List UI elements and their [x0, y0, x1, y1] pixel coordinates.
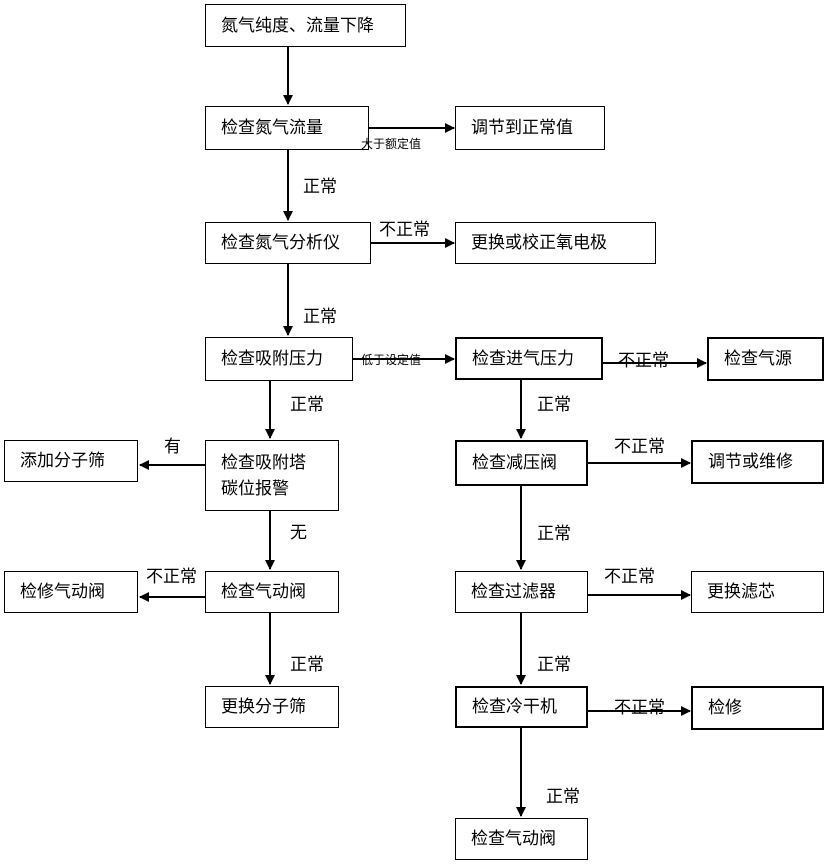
node-check-tower-label-line2: 碳位报警	[221, 479, 289, 499]
edge-label-inlet-abnormal: 不正常	[618, 351, 669, 371]
edge-label-inlet-normal: 正常	[537, 395, 571, 415]
edge-label-analyzer-normal: 正常	[303, 307, 337, 327]
edge-label-valve-normal: 正常	[290, 655, 324, 675]
edge-label-tower-no: 无	[290, 523, 307, 543]
node-replace-electrode: 更换或校正氧电极	[455, 222, 656, 264]
node-replace-filter-label: 更换滤芯	[707, 582, 775, 602]
node-check-dryer-label: 检查冷干机	[472, 697, 557, 717]
edge-label-flow-high: 大于额定值	[361, 137, 422, 151]
edge-label-reducer-abnormal: 不正常	[614, 437, 665, 457]
node-replace-sieve-label: 更换分子筛	[221, 697, 306, 717]
edge-label-filter-abnormal: 不正常	[604, 567, 655, 587]
node-check-analyzer-label: 检查氮气分析仪	[221, 233, 340, 253]
node-check-flow: 检查氮气流量	[205, 106, 369, 150]
node-replace-sieve: 更换分子筛	[205, 686, 339, 728]
node-replace-filter: 更换滤芯	[691, 571, 824, 613]
edge-label-pressure-low: 低于设定值	[361, 353, 422, 367]
node-check-flow-label: 检查氮气流量	[221, 118, 323, 138]
node-repair-label: 检修	[708, 698, 742, 718]
node-check-filter-label: 检查过滤器	[471, 582, 556, 602]
edge-label-reducer-normal: 正常	[537, 524, 571, 544]
edge-label-adsorb-normal: 正常	[290, 395, 324, 415]
edge-label-flow-normal: 正常	[303, 177, 337, 197]
node-check-adsorb-pressure-label: 检查吸附压力	[221, 349, 323, 369]
edge-label-dryer-normal: 正常	[546, 787, 580, 807]
node-check-gas-source: 检查气源	[707, 337, 824, 381]
node-check-filter: 检查过滤器	[455, 571, 588, 613]
node-add-sieve-label: 添加分子筛	[20, 451, 105, 471]
node-adjust-normal-label: 调节到正常值	[471, 118, 573, 138]
node-check-dryer: 检查冷干机	[455, 686, 588, 728]
node-check-analyzer: 检查氮气分析仪	[205, 222, 371, 264]
node-check-valve-end-label: 检查气动阀	[471, 829, 556, 849]
node-check-tower-label-line1: 检查吸附塔	[221, 453, 306, 473]
node-check-gas-source-label: 检查气源	[724, 349, 792, 369]
node-check-valve-left: 检查气动阀	[205, 571, 339, 613]
node-repair-valve-label: 检修气动阀	[20, 582, 105, 602]
node-replace-electrode-label: 更换或校正氧电极	[471, 233, 607, 253]
node-adjust-repair: 调节或维修	[691, 440, 824, 484]
edge-label-dryer-abnormal: 不正常	[614, 698, 665, 718]
node-check-tower: 检查吸附塔 碳位报警	[205, 440, 339, 511]
edge-label-filter-normal: 正常	[537, 655, 571, 675]
node-adjust-repair-label: 调节或维修	[708, 452, 793, 472]
node-check-reducer: 检查减压阀	[455, 440, 588, 486]
node-check-inlet-pressure: 检查进气压力	[455, 337, 603, 380]
node-check-inlet-pressure-label: 检查进气压力	[472, 348, 574, 369]
node-start-label: 氮气纯度、流量下降	[221, 15, 374, 36]
node-add-sieve: 添加分子筛	[4, 440, 138, 482]
node-check-valve-left-label: 检查气动阀	[221, 582, 306, 602]
edge-label-tower-yes: 有	[164, 437, 181, 457]
edge-label-analyzer-abnormal: 不正常	[379, 220, 430, 240]
node-check-valve-end: 检查气动阀	[455, 818, 588, 860]
node-check-adsorb-pressure: 检查吸附压力	[205, 337, 353, 381]
node-repair-valve: 检修气动阀	[4, 571, 138, 613]
edge-label-valve-abnormal: 不正常	[146, 567, 197, 587]
node-repair: 检修	[691, 686, 824, 730]
node-check-reducer-label: 检查减压阀	[472, 453, 557, 473]
node-adjust-normal: 调节到正常值	[455, 106, 605, 150]
node-start: 氮气纯度、流量下降	[205, 4, 406, 47]
